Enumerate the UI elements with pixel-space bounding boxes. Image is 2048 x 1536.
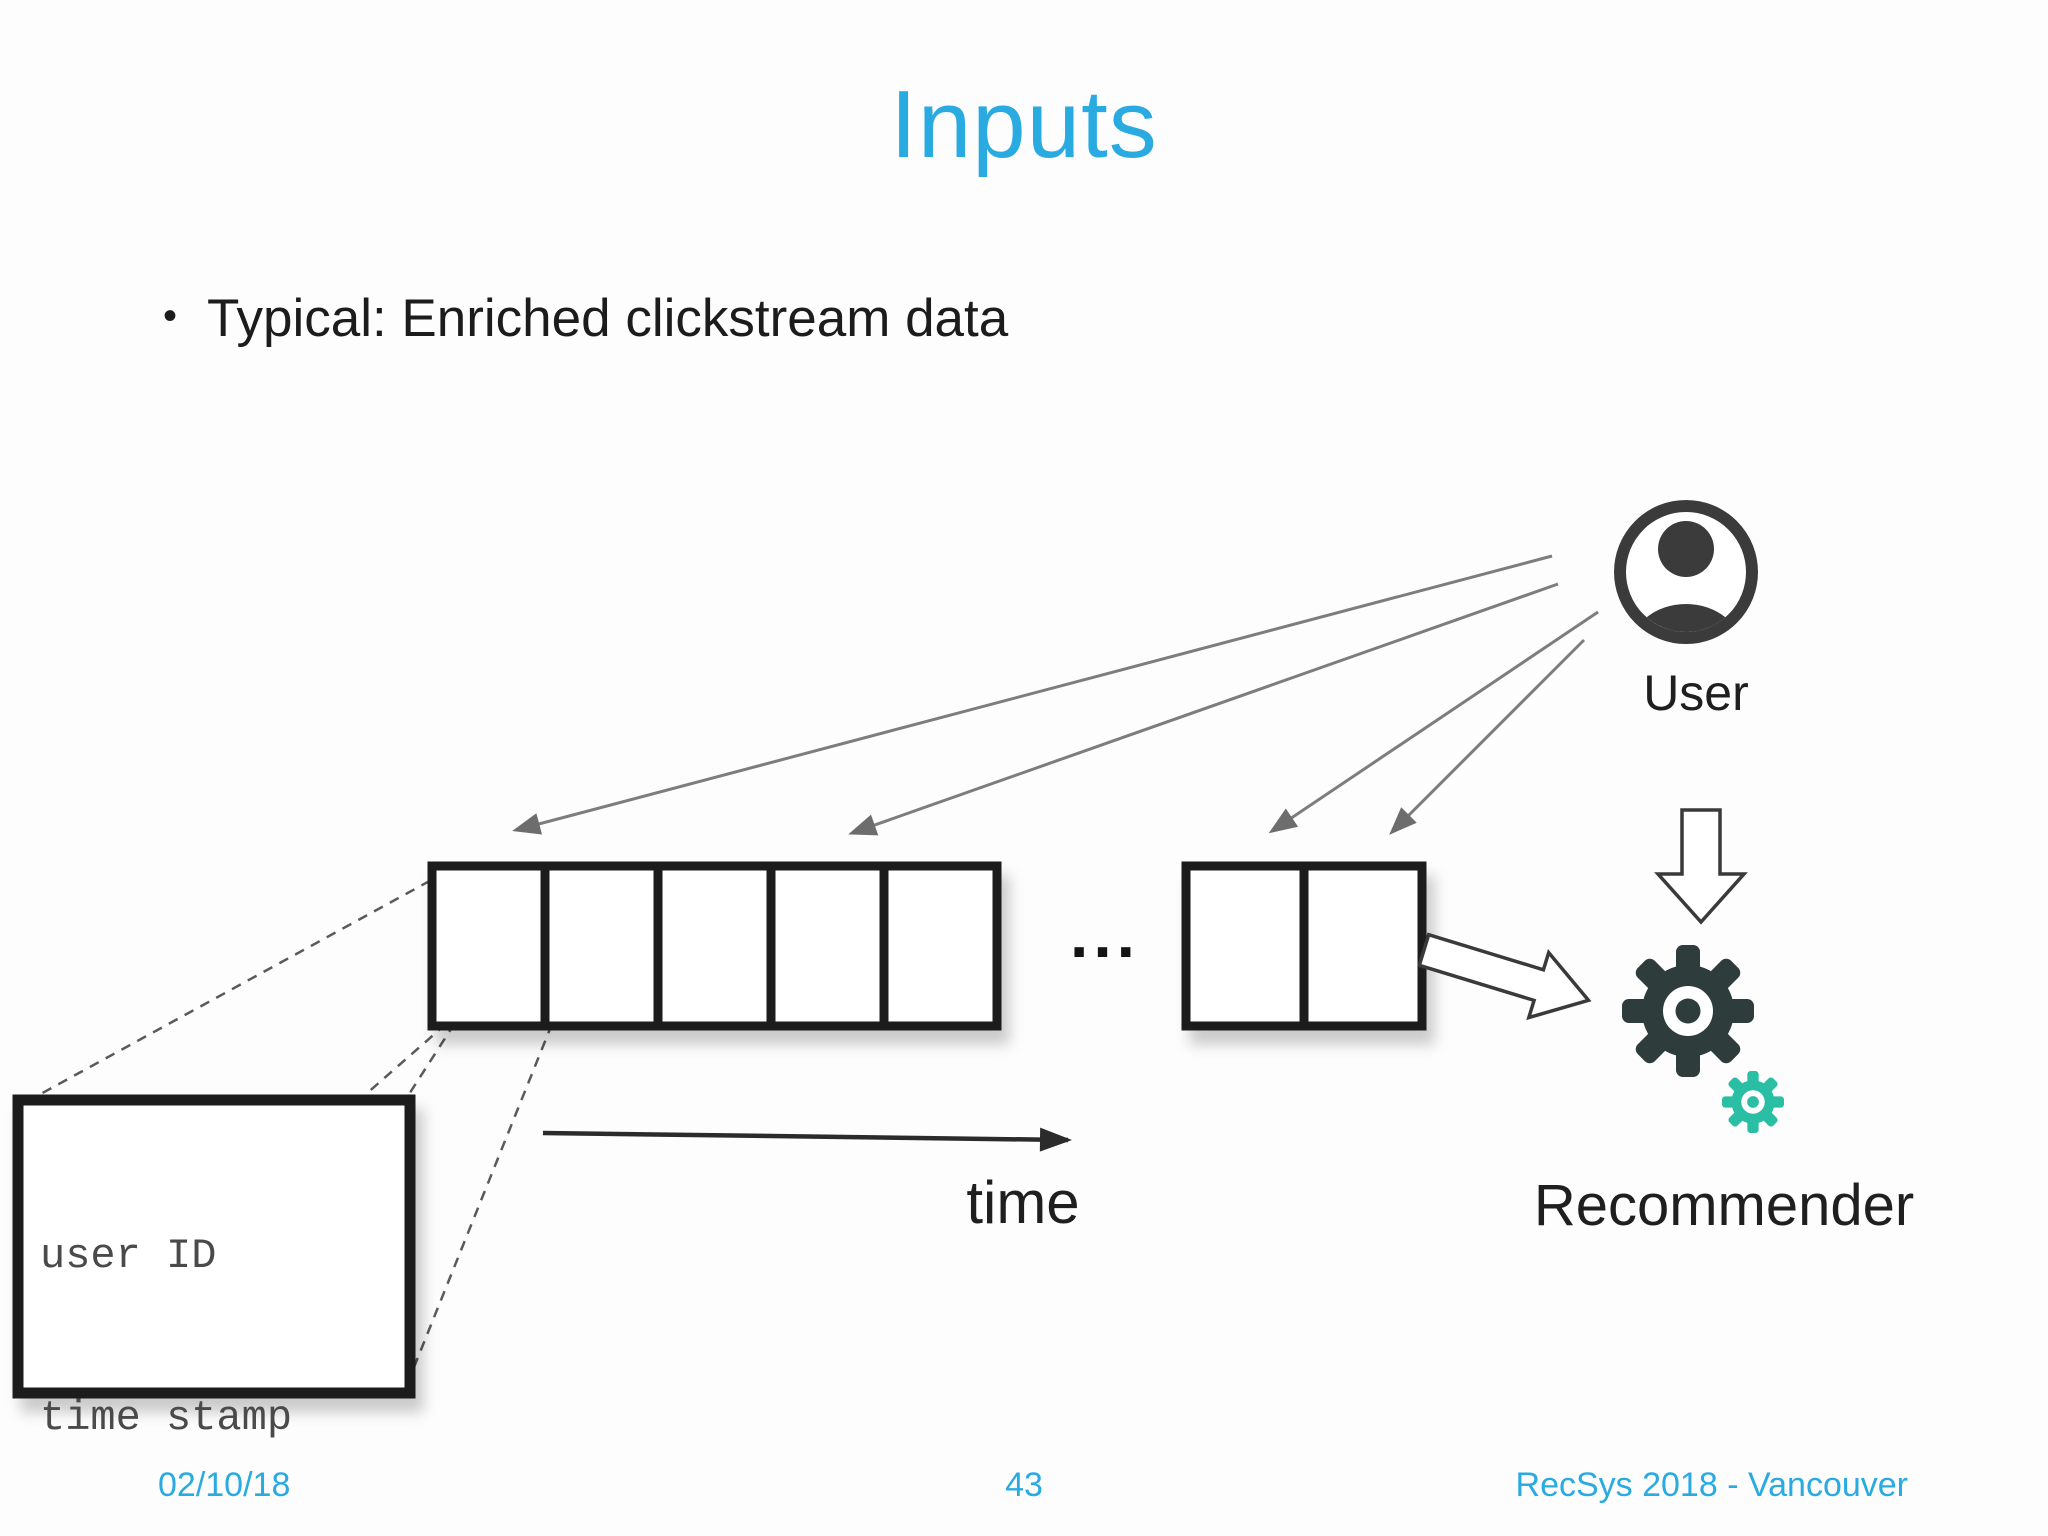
event-fields-callout: user ID time stamp action type item ... — [40, 1121, 400, 1536]
user-label: User — [1643, 665, 1749, 721]
click-arrow-2 — [848, 582, 1559, 836]
small-gear-icon — [1721, 1070, 1785, 1134]
footer-page-number: 43 — [1005, 1466, 1043, 1504]
event-box — [879, 861, 1002, 1031]
connector-bottom-right — [402, 1023, 554, 1393]
callout-line: user ID — [40, 1232, 217, 1280]
event-box — [1181, 861, 1309, 1031]
user-icon — [1614, 500, 1758, 644]
click-arrow-1 — [512, 554, 1553, 835]
event-sequence-row — [427, 861, 1002, 1031]
callout-box — [12, 1094, 416, 1399]
event-box — [540, 861, 663, 1031]
user-to-recommender-arrow — [1654, 808, 1748, 925]
gear-icon — [1622, 945, 1754, 1077]
bullet-text: Typical: Enriched clickstream data — [207, 289, 1009, 348]
event-box — [427, 861, 550, 1031]
time-arrow — [542, 1127, 1072, 1152]
footer-conference: RecSys 2018 - Vancouver — [1515, 1466, 1908, 1504]
event-sequence-row-recent — [1181, 861, 1427, 1031]
event-box — [766, 861, 889, 1031]
time-axis-label: time — [966, 1169, 1080, 1236]
callout-line: time stamp — [40, 1394, 293, 1442]
sequence-ellipsis: ... — [1069, 897, 1140, 971]
event-box — [653, 861, 776, 1031]
event-box — [1299, 861, 1427, 1031]
bullet-marker: • — [163, 294, 178, 338]
footer-date: 02/10/18 — [158, 1466, 291, 1504]
bullet-item: • Typical: Enriched clickstream data — [163, 288, 1008, 349]
recommender-label: Recommender — [1533, 1173, 1915, 1238]
events-to-recommender-arrow — [1417, 932, 1592, 1021]
user-click-arrows — [512, 554, 1599, 836]
click-arrow-3 — [1268, 610, 1599, 834]
slide-title: Inputs — [890, 71, 1158, 178]
click-arrow-4 — [1389, 638, 1586, 835]
connector-top-left — [25, 870, 447, 1104]
